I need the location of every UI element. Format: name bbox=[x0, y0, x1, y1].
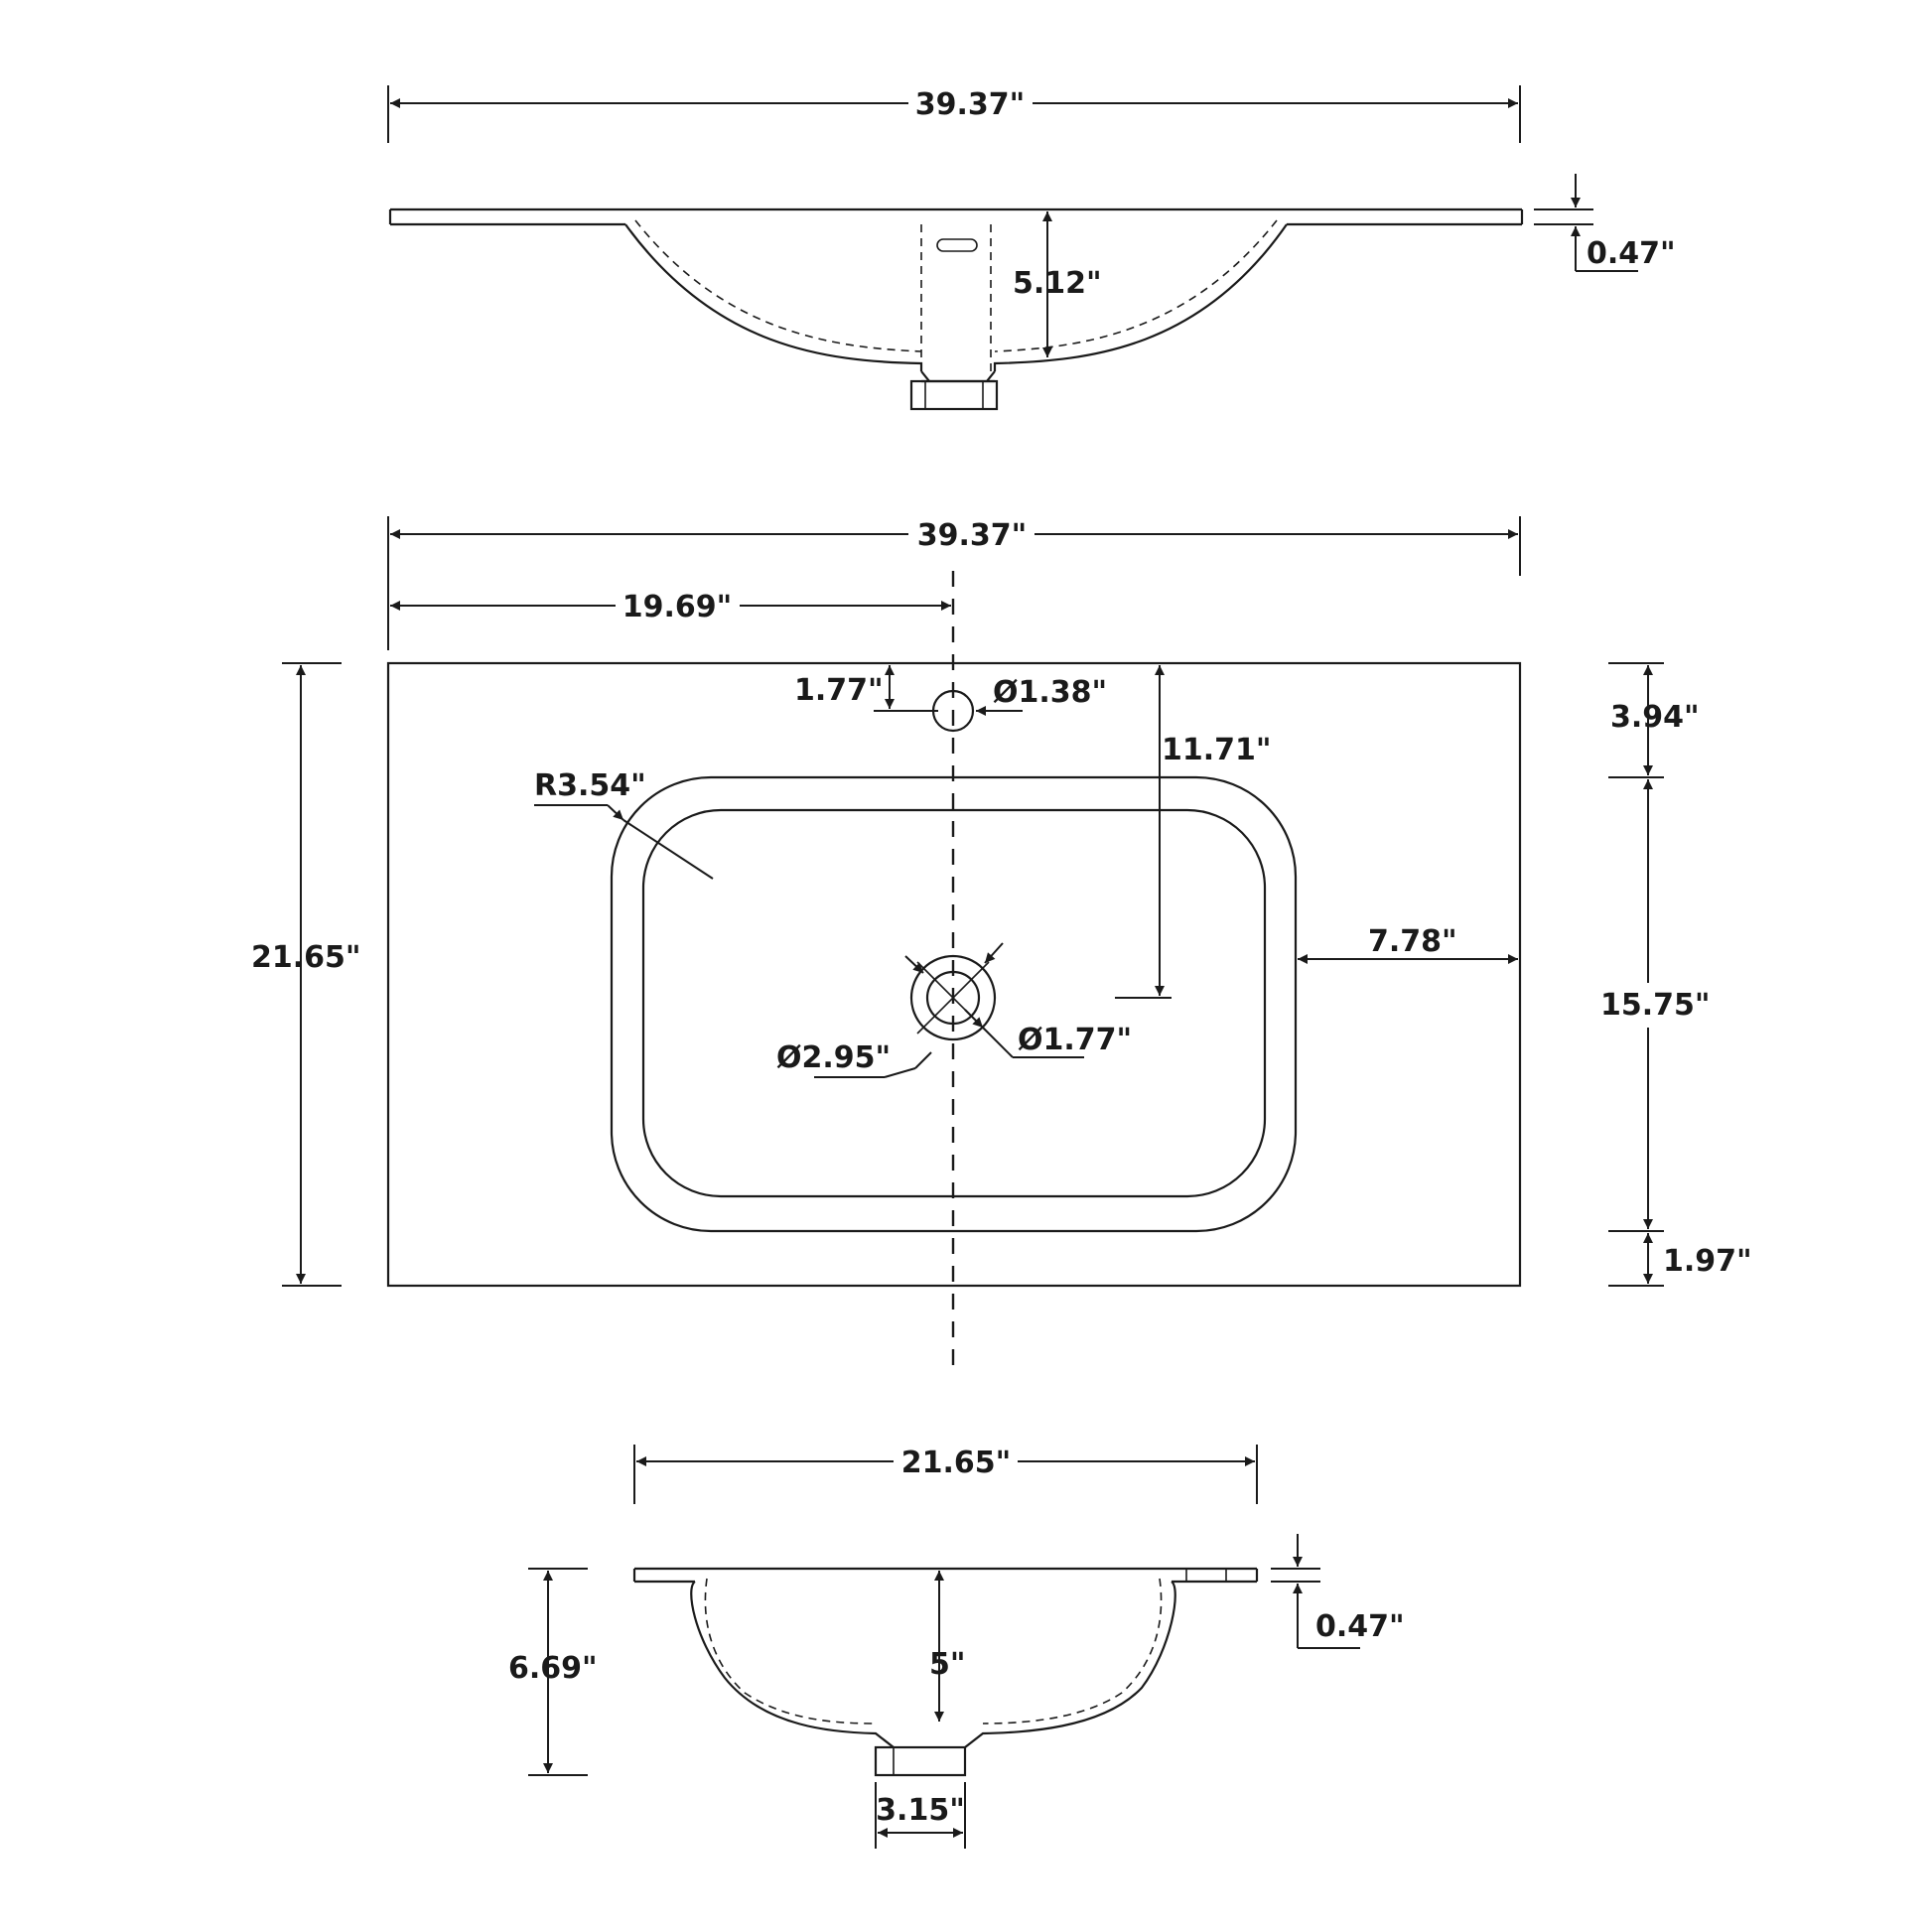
label-half-width: 19.69" bbox=[622, 590, 733, 624]
side-elevation-view: 21.65" 5" bbox=[508, 1445, 1405, 1849]
dimension-drain-offset: 11.71" bbox=[1115, 665, 1272, 999]
label-faucet-offset: 1.77" bbox=[794, 673, 884, 708]
label-drain-offset: 11.71" bbox=[1162, 733, 1272, 767]
label-bowl-depth-top: 5.12" bbox=[1013, 266, 1102, 301]
label-bowl-length: 15.75" bbox=[1600, 988, 1711, 1023]
dimension-faucet-offset: 1.77" bbox=[794, 665, 938, 712]
dimension-side-margin: 7.78" bbox=[1298, 924, 1518, 964]
dimension-bowl-depth-top: 5.12" bbox=[1013, 211, 1102, 357]
label-corner-radius: R3.54" bbox=[534, 768, 646, 803]
dimension-slab-thickness-side: 0.47" bbox=[1271, 1534, 1405, 1649]
label-faucet-diameter: Ø1.38" bbox=[993, 675, 1107, 710]
label-total-height: 6.69" bbox=[508, 1651, 598, 1686]
label-drain-inner: Ø1.77" bbox=[1018, 1023, 1132, 1057]
bowl-profile-side bbox=[690, 1578, 1176, 1777]
label-drain-outer: Ø2.95" bbox=[776, 1040, 891, 1075]
dimension-drain-width: 3.15" bbox=[875, 1782, 966, 1849]
dimension-overall-width-plan: 39.37" bbox=[387, 516, 1521, 650]
dimension-drain-outer: Ø2.95" bbox=[776, 955, 932, 1078]
dimension-corner-radius: R3.54" bbox=[534, 768, 714, 880]
dimension-bowl-depth-side: 5" bbox=[929, 1571, 966, 1722]
label-front-margin: 1.97" bbox=[1663, 1244, 1752, 1279]
dimension-total-height: 6.69" bbox=[508, 1568, 598, 1776]
dimension-drain-inner: Ø1.77" bbox=[964, 942, 1132, 1058]
dimension-half-width: 19.69" bbox=[390, 590, 951, 624]
countertop-outline bbox=[386, 661, 1522, 1288]
label-side-margin: 7.78" bbox=[1368, 924, 1457, 959]
label-bowl-depth-side: 5" bbox=[929, 1647, 966, 1682]
label-overall-width-side: 21.65" bbox=[901, 1446, 1012, 1480]
countertop-slab-side bbox=[632, 1567, 1259, 1584]
label-slab-thickness-top: 0.47" bbox=[1587, 236, 1676, 271]
label-overall-width-top: 39.37" bbox=[915, 87, 1026, 122]
countertop-slab bbox=[388, 207, 1524, 226]
dimension-faucet-diameter: Ø1.38" bbox=[976, 675, 1107, 716]
dimension-overall-width-top: 39.37" bbox=[387, 85, 1521, 143]
dimension-overall-width-side: 21.65" bbox=[633, 1445, 1258, 1504]
plan-view: 39.37" 19.69" 21.65" 1.77" Ø1.38" bbox=[251, 516, 1752, 1370]
label-slab-thickness-side: 0.47" bbox=[1315, 1609, 1405, 1644]
dimension-overall-depth: 21.65" bbox=[251, 662, 361, 1287]
label-overall-width-plan: 39.37" bbox=[917, 518, 1028, 553]
bowl-inner-rim bbox=[641, 808, 1267, 1198]
dimension-slab-thickness-top: 0.47" bbox=[1534, 174, 1676, 272]
label-back-margin: 3.94" bbox=[1610, 700, 1700, 735]
dimension-front-margin: 1.97" bbox=[1608, 1233, 1752, 1287]
label-drain-width: 3.15" bbox=[876, 1793, 965, 1828]
bowl-profile bbox=[624, 219, 1288, 411]
bowl-outer-rim bbox=[610, 775, 1298, 1233]
label-overall-depth: 21.65" bbox=[251, 940, 361, 975]
dimension-bowl-length: 15.75" bbox=[1600, 779, 1711, 1232]
dimension-back-margin: 3.94" bbox=[1608, 662, 1700, 778]
front-elevation-view: 39.37" 5.12" 0.47" bbox=[387, 85, 1676, 411]
